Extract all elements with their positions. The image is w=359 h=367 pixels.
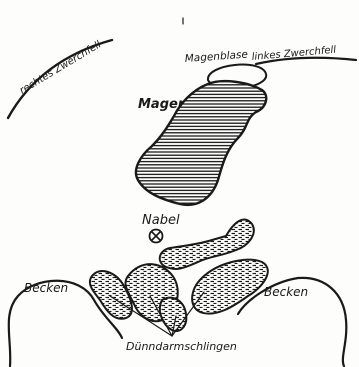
bowel-loop-lower xyxy=(160,298,186,331)
pelvis-left-label: Becken xyxy=(24,281,68,295)
bowel-loop-right xyxy=(192,260,268,314)
navel-marker xyxy=(150,230,163,243)
right-diaphragm-label: rechtes Zwerchfell xyxy=(18,39,104,96)
gastric-bubble-label: Magenblase xyxy=(184,49,248,65)
left-diaphragm-label: linkes Zwerchfell xyxy=(251,45,336,63)
small-bowel-loops xyxy=(90,220,268,332)
navel-label: Nabel xyxy=(142,213,180,228)
pelvis-right-label: Becken xyxy=(264,285,308,299)
small-bowel-label: Dünndarmschlingen xyxy=(126,340,237,353)
